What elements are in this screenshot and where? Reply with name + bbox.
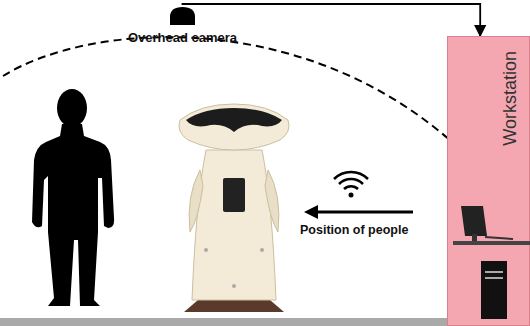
robot (179, 104, 289, 312)
data-arrow (304, 205, 413, 219)
camera-dome (120, 5, 245, 27)
person-silhouette (32, 89, 114, 306)
wifi-symbol (334, 172, 368, 198)
workstation-band: Workstation (447, 36, 530, 326)
node-label: Overhead camera (120, 30, 245, 45)
band-label: Workstation (500, 51, 521, 146)
arrow-label: Position of people (300, 223, 408, 237)
camera-node: Overhead camera (120, 5, 245, 53)
